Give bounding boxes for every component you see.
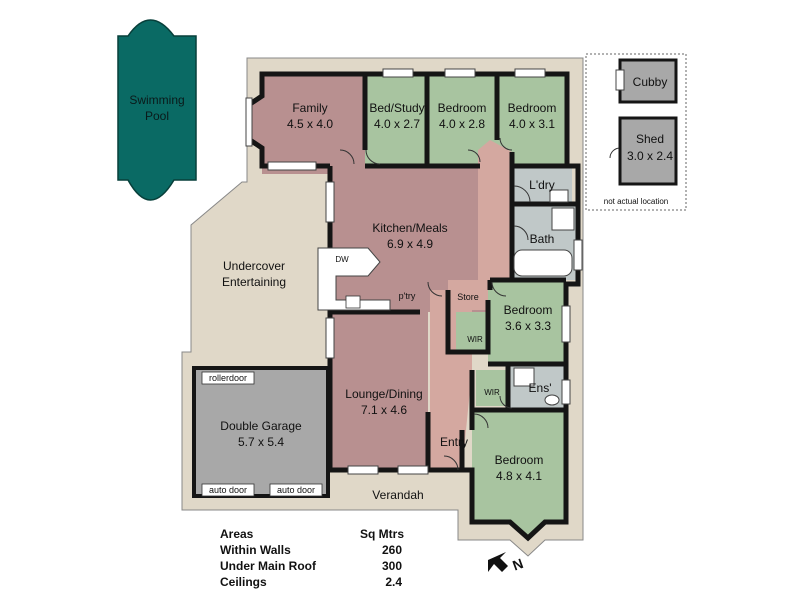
shed-dims: 3.0 x 2.4 (627, 149, 673, 163)
bedroom-c-room (488, 280, 564, 364)
ensuite-label: Ens' (529, 381, 552, 395)
bathtub (513, 249, 573, 277)
family-room (250, 74, 365, 174)
bedroom-c-label: Bedroom (504, 303, 553, 317)
garage-room (194, 368, 328, 496)
areas-row-label: Under Main Roof (220, 559, 317, 573)
auto-door-1-label: auto door (209, 485, 247, 495)
lounge-room (330, 312, 428, 470)
shed-label: Shed (636, 132, 664, 146)
master-label: Bedroom (495, 453, 544, 467)
areas-header-label: Areas (220, 527, 254, 541)
lounge-label: Lounge/Dining (345, 387, 422, 401)
pantry-label: p'try (399, 291, 416, 301)
bedroom-a-label: Bedroom (438, 101, 487, 115)
kitchen-dims: 6.9 x 4.9 (387, 237, 433, 251)
door-swings (339, 137, 621, 471)
store-room (448, 280, 488, 310)
laundry-tub (549, 189, 569, 203)
areas-row-label: Ceilings (220, 575, 267, 589)
areas-row-value: 2.4 (385, 575, 402, 589)
areas-header-unit: Sq Mtrs (360, 527, 404, 541)
cubby-label: Cubby (633, 75, 668, 89)
rollerdoor-box (201, 371, 255, 385)
auto-door-1-box (201, 483, 255, 497)
swimming-pool (117, 19, 197, 201)
shed-building (618, 116, 678, 186)
toilet (544, 394, 560, 406)
bed-study-dims: 4.0 x 2.7 (374, 117, 420, 131)
areas-row-value: 300 (382, 559, 402, 573)
auto-door-2-box (269, 483, 323, 497)
north-letter: N (510, 555, 525, 573)
rollerdoor-label: rollerdoor (209, 373, 247, 383)
pool-label-2: Pool (145, 109, 169, 123)
outbuildings-note: not actual location (604, 197, 669, 206)
outbuildings-boundary (585, 53, 687, 211)
areas-row-value: 260 (382, 543, 402, 557)
bed-study-label: Bed/Study (369, 101, 424, 115)
lounge-dims: 7.1 x 4.6 (361, 403, 407, 417)
areas-row-label: Within Walls (220, 543, 291, 557)
wir-b-room (476, 370, 508, 406)
cubby-window (615, 69, 625, 91)
master-bedroom-room (472, 410, 566, 536)
store-label: Store (457, 292, 479, 302)
garage-walls (192, 366, 330, 498)
dishwasher-label: DW (335, 255, 349, 264)
cooktop (345, 295, 361, 309)
windows (245, 68, 583, 475)
wir-b-label: WIR (484, 388, 500, 397)
wir-a-label: WIR (467, 335, 483, 344)
undercover-label-2: Entertaining (222, 275, 286, 289)
pool-label-1: Swimming (129, 93, 184, 107)
bath-label: Bath (530, 232, 555, 246)
north-arrow-icon: N (488, 552, 525, 574)
garage-dims: 5.7 x 5.4 (238, 435, 284, 449)
laundry-label: L'dry (529, 178, 555, 192)
family-dims: 4.5 x 4.0 (287, 117, 333, 131)
bedroom-b-dims: 4.0 x 3.1 (509, 117, 555, 131)
bedroom-c-dims: 3.6 x 3.3 (505, 319, 551, 333)
bed-study-room (365, 74, 427, 166)
family-label: Family (292, 101, 327, 115)
bedroom-b-label: Bedroom (508, 101, 557, 115)
auto-door-2-label: auto door (277, 485, 315, 495)
verandah-label: Verandah (372, 488, 423, 502)
shower (551, 207, 575, 231)
entry-label: Entry (440, 435, 468, 449)
garage-label: Double Garage (220, 419, 302, 433)
undercover-label-1: Undercover (223, 259, 285, 273)
bedroom-a-dims: 4.0 x 2.8 (439, 117, 485, 131)
kitchen-counter (317, 247, 391, 311)
master-dims: 4.8 x 4.1 (496, 469, 542, 483)
ensuite-shower (513, 367, 535, 387)
wir-a-room (456, 312, 488, 352)
kitchen-label: Kitchen/Meals (372, 221, 447, 235)
entry-room (428, 412, 462, 470)
